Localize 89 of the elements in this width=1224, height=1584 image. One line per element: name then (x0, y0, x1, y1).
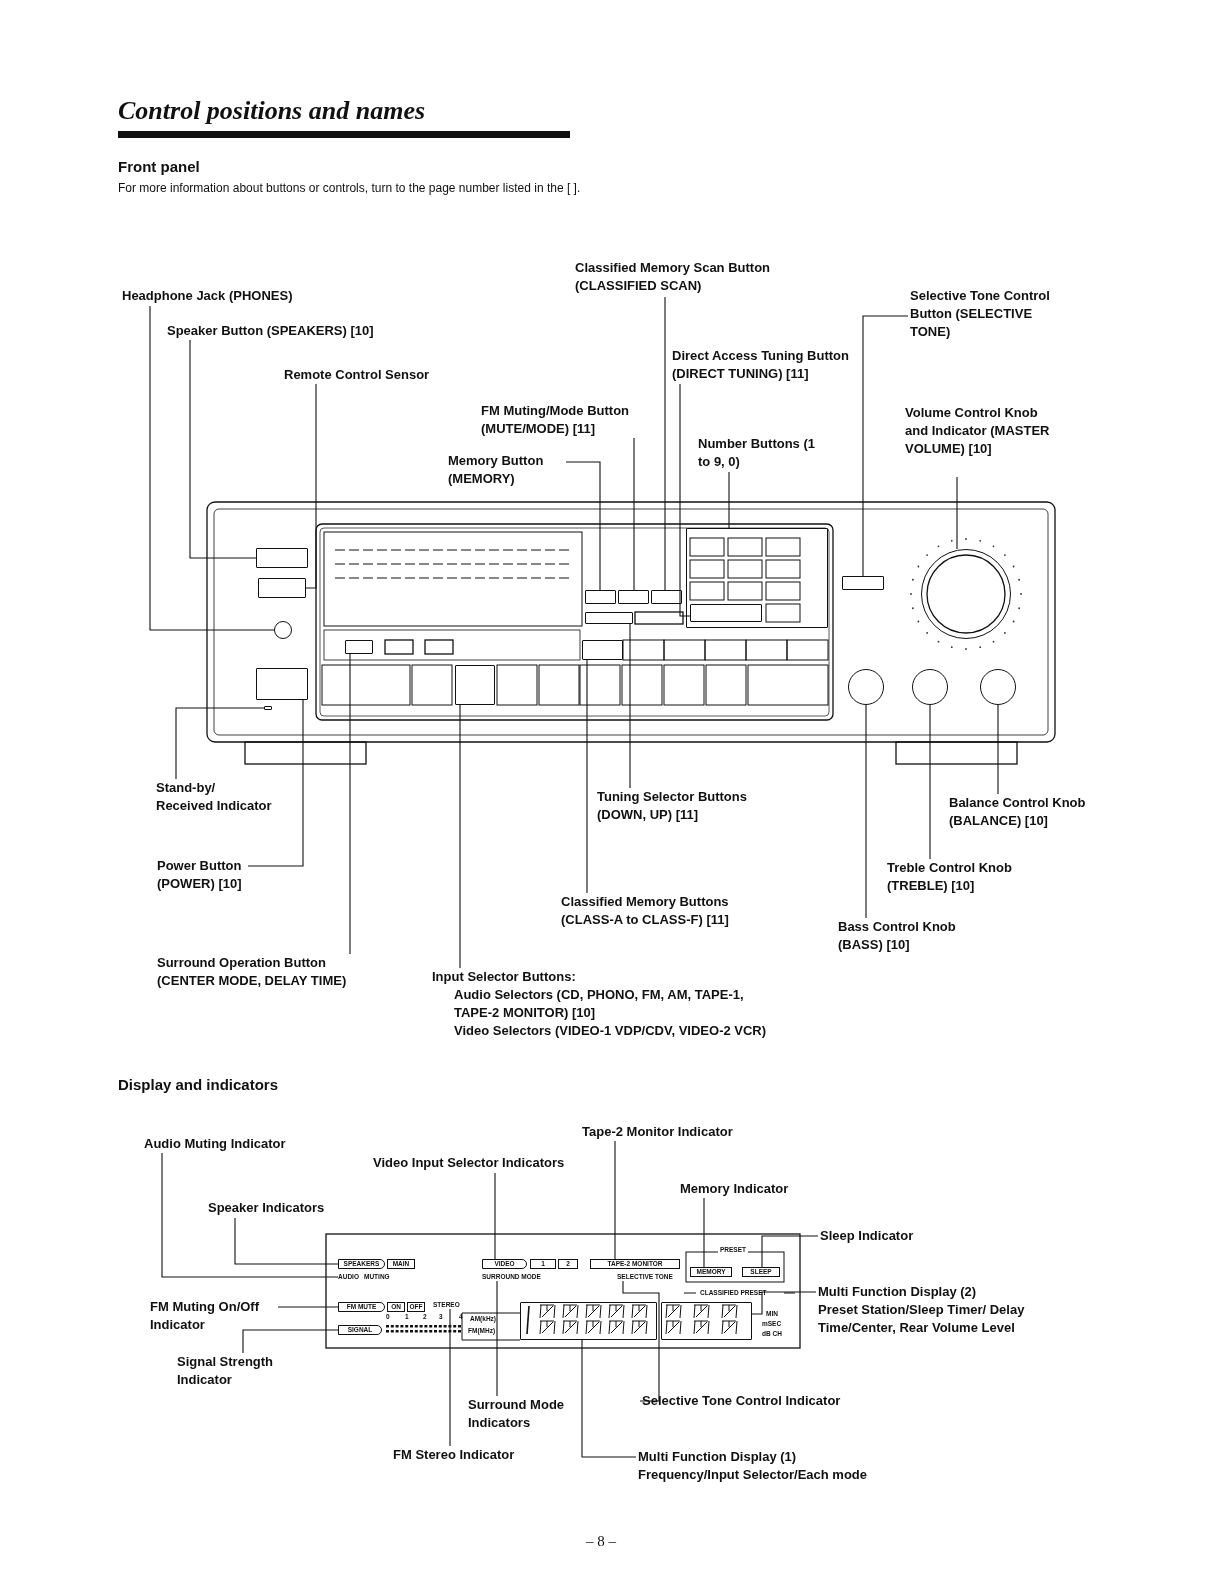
callout-label: Speaker Indicators (208, 1199, 325, 1217)
callout-label: Direct Access Tuning Button (DIRECT TUNING) [11] (672, 347, 887, 383)
leader-line (247, 699, 304, 867)
leader-line (277, 1306, 339, 1308)
leader-line (449, 1308, 451, 1447)
callout-label: Remote Control Sensor (284, 366, 430, 384)
leader-line (459, 704, 461, 969)
callout-label: Speaker Button (SPEAKERS) [10] (167, 322, 374, 340)
leader-line (161, 1152, 339, 1278)
surround-button (345, 640, 373, 654)
page-number: – 8 – (586, 1533, 616, 1550)
leader-line (679, 383, 691, 617)
callout-label: Stand-by/ Received Indicator (156, 779, 274, 815)
callout-heading: Input Selector Buttons: (432, 968, 577, 986)
callout-label: Tuning Selector Buttons (DOWN, UP) [11] (597, 788, 777, 824)
memory-button (585, 590, 616, 604)
leader-line (703, 1197, 705, 1268)
leader-line (234, 1217, 339, 1265)
callout-label: FM Muting On/Off Indicator (150, 1298, 282, 1334)
callout-label: Tape-2 Monitor Indicator (582, 1123, 733, 1141)
leader-line (175, 707, 265, 780)
leader-line (622, 1280, 660, 1402)
class-button (582, 640, 623, 660)
leader-line (149, 305, 275, 631)
callout-label: Number Buttons (1 to 9, 0) (698, 435, 818, 471)
callout-label: Selective Tone Control Indicator (642, 1392, 841, 1410)
callout-label: Surround Operation Button (CENTER MODE, DELAY TIME) (157, 954, 375, 990)
section-heading: Front panel (118, 158, 200, 175)
leader-line (865, 704, 867, 919)
callout-text: Frequency/Input Selector/Each mode (638, 1466, 867, 1484)
callout-label: Bass Control Knob (BASS) [10] (838, 918, 978, 954)
callout-heading: Multi Function Display (1) (638, 1448, 798, 1466)
leader-line (751, 1291, 817, 1315)
callout-label: Memory Indicator (680, 1180, 789, 1198)
callout-text: Video Selectors (VIDEO-1 VDP/CDV, VIDEO-2 VCR) (454, 1022, 768, 1040)
mute-button (618, 590, 649, 604)
leader-line (349, 653, 351, 955)
tuning-button (585, 612, 633, 624)
callout-text: Preset Station/Sleep Timer/ Delay Time/Center, Rear Volume Level (818, 1301, 1026, 1337)
callout-label: Volume Control Knob and Indicator (MASTER VOLUME) [10] (905, 404, 1060, 458)
leader-line (496, 1280, 498, 1397)
callout-label: FM Muting/Mode Button (MUTE/MODE) [11] (481, 402, 666, 438)
callout-heading: Multi Function Display (2) (818, 1283, 978, 1301)
scan-button (651, 590, 682, 604)
callout-label: Video Input Selector Indicators (373, 1154, 565, 1172)
note-text: For more information about buttons or controls, turn to the page number listed in the [ ]. (118, 181, 581, 195)
leader-line (633, 437, 635, 591)
callout-label: Signal Strength Indicator (177, 1353, 295, 1389)
leader-line (614, 1140, 616, 1260)
direct-tuning-key (690, 604, 762, 622)
tone-button (842, 576, 884, 590)
segment-display (520, 1302, 657, 1340)
callout-label: Audio Muting Indicator (144, 1135, 286, 1153)
leader-line (929, 704, 931, 860)
leader-line (997, 704, 999, 795)
callout-label: Memory Button (MEMORY) (448, 452, 568, 488)
leader-line (586, 659, 588, 894)
number-keypad (686, 528, 828, 628)
leader-line (728, 471, 730, 529)
leader-line (956, 476, 958, 550)
callout-label: Classified Memory Buttons (CLASS-A to CLASS-F) [11] (561, 893, 766, 929)
callout-label: Headphone Jack (PHONES) (122, 287, 293, 305)
callout-label: Power Button (POWER) [10] (157, 857, 257, 893)
leader-line (761, 1235, 819, 1268)
segment-display (661, 1302, 752, 1340)
callout-label: Treble Control Knob (TREBLE) [10] (887, 859, 1037, 895)
leader-line (494, 1172, 496, 1260)
callout-label: Balance Control Knob (BALANCE) [10] (949, 794, 1114, 830)
callout-label: Selective Tone Control Button (SELECTIVE TONE) (910, 287, 1050, 341)
callout-text: Audio Selectors (CD, PHONO, FM, AM, TAPE-1, TAPE-2 MONITOR) [10] (454, 986, 745, 1022)
leader-line (305, 383, 317, 589)
power-button (256, 668, 308, 700)
leader-line (581, 1339, 637, 1458)
callout-label: FM Stereo Indicator (393, 1446, 515, 1464)
input-button (455, 665, 495, 705)
leader-line (664, 296, 666, 591)
standby-lamp (264, 706, 272, 710)
speaker-button (256, 548, 308, 568)
callout-label: Sleep Indicator (820, 1227, 914, 1245)
section-heading: Display and indicators (118, 1076, 279, 1093)
leader-line (565, 461, 601, 591)
page-title: Control positions and names (118, 96, 426, 126)
callout-label: Surround Mode Indicators (468, 1396, 586, 1432)
leader-line (629, 623, 631, 789)
leader-line (189, 339, 257, 559)
callout-label: Classified Memory Scan Button (CLASSIFIED SCAN) (575, 259, 805, 295)
leader-line (862, 315, 909, 577)
sensor-window (258, 578, 306, 598)
leader-line (242, 1329, 339, 1354)
